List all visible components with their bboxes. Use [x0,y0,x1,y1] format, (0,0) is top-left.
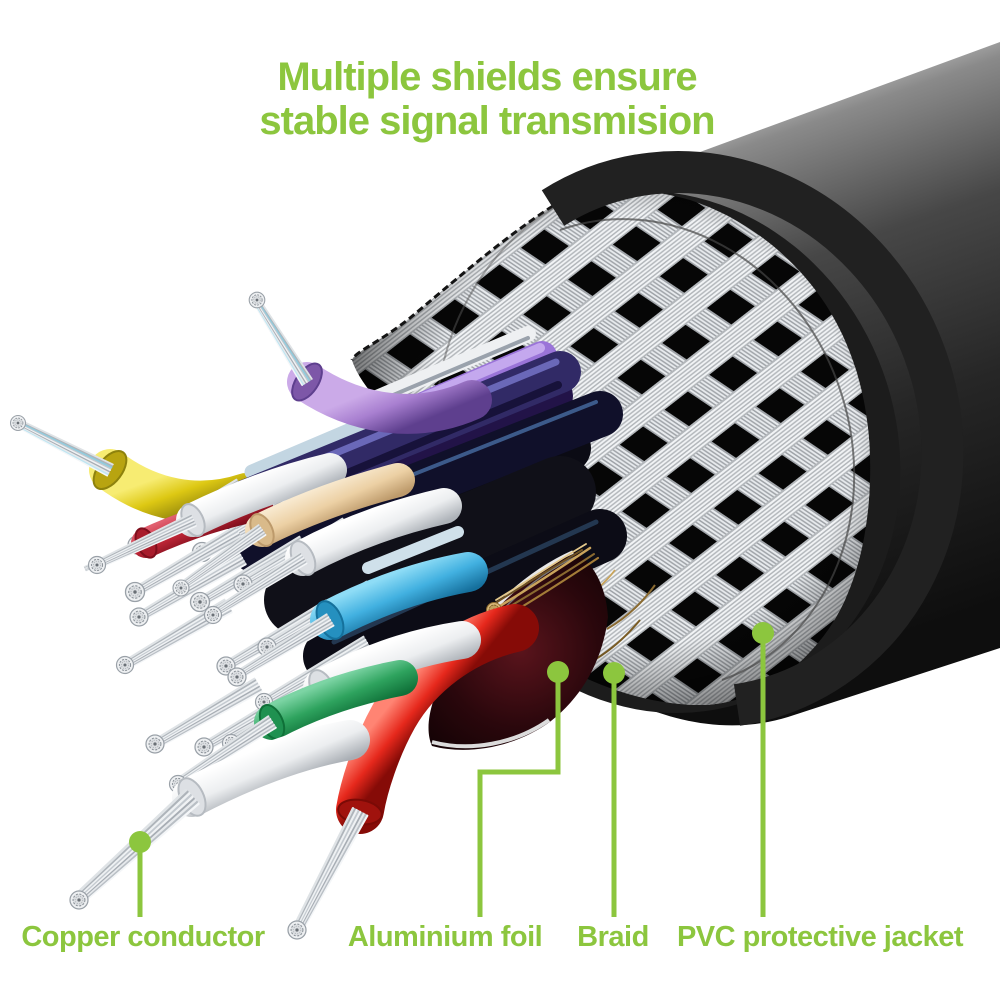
title-line-1: Multiple shields ensure [277,55,696,99]
copper-strand-end [203,605,223,625]
callout-aluminium-foil [477,661,569,917]
wire-cyan [227,552,488,687]
wire-white-d [69,720,370,910]
copper-strand-end [227,667,247,687]
copper-strand-end [248,291,266,309]
callout-pvc-jacket [752,622,774,917]
label-braid: Braid [577,921,649,953]
callout-dot [129,831,151,853]
callouts [129,622,774,917]
callout-copper-conductor [129,831,151,917]
title-line-2: stable signal transmision [259,99,714,143]
copper-strand-end [87,555,107,575]
braid-frayed-edge [350,204,554,361]
wire-white-b [203,488,462,625]
label-pvc-jacket: PVC protective jacket [677,921,964,953]
label-aluminium-foil: Aluminium foil [348,921,542,953]
callout-braid [603,662,625,917]
callout-dot [752,622,774,644]
copper-strand-end [172,579,190,597]
copper-strand-end [287,920,307,940]
copper-strand-end [69,890,89,910]
copper-strand-end [9,414,27,432]
label-copper-conductor: Copper conductor [21,921,265,953]
callout-dot [603,662,625,684]
wire-purple [248,291,492,434]
wire-beige [172,463,415,597]
wire-white-a [87,453,347,575]
callout-dot [547,661,569,683]
